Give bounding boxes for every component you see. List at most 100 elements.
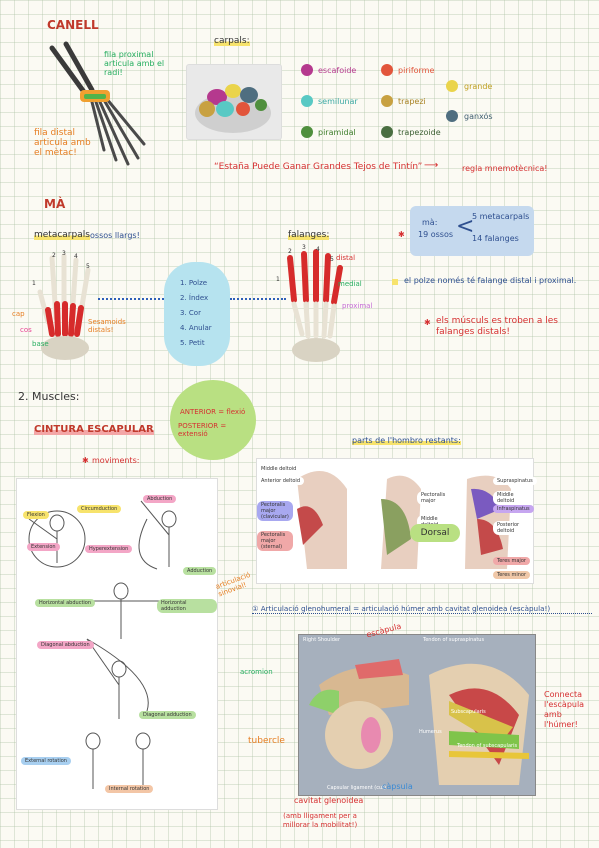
tag-extension: Extension [27, 543, 60, 551]
hand-summary-box: mà: 19 ossos < 5 metacarpals 14 falanges [410, 206, 534, 256]
tag-anterior-deltoid: Anterior deltoid [257, 477, 304, 485]
tag-horizontal-abduction: Horizontal abduction [35, 599, 96, 607]
ganxos-dot-icon [446, 110, 458, 122]
joint-label-supra: Tendon of supraspinatus [423, 637, 485, 643]
sinovial-note: articulació sinovial! [214, 570, 252, 599]
cavitat-label: cavitat glenoidea [294, 796, 364, 805]
mnemonic-text: “Estaña Puede Ganar Grandes Tejos de Tin… [214, 162, 423, 172]
capsula-label: càpsula [382, 782, 413, 791]
joint-label-subscap: Subscapularis [451, 709, 486, 715]
trapezi-label: trapezi [398, 97, 426, 106]
label-medial: medial [338, 280, 362, 288]
tag-flexion: Flexion [23, 511, 49, 519]
carpals-image [186, 64, 282, 140]
right-number-3: 3 [302, 244, 306, 251]
muscles-note: els músculs es troben a les falanges dis… [436, 316, 558, 337]
tag-diagonal-abduction: Diagonal abduction [37, 641, 94, 649]
lligament-note: (amb lligament per a millorar la mobilit… [282, 812, 358, 829]
shoulder-parts-title: parts de l'hombro restants: [352, 436, 461, 445]
shoulder-muscles-image: Middle deltoid Anterior deltoid Pectoral… [256, 458, 537, 584]
anterior-posterior-bubble: ANTERIOR = flexió POSTERIOR = extensió [170, 380, 256, 460]
tag-middle-deltoid-r: Middle deltoid [493, 491, 533, 505]
tag-pec-sternal: Pectoralis major (sternal) [257, 531, 293, 551]
tag-pec-clav: Pectoralis major (clavicular) [257, 501, 293, 521]
escafoide-label: escafoide [318, 66, 357, 75]
dorsal-tag: Dorsal [410, 524, 460, 542]
proximal-note: fila proximal articula amb el radi! [104, 50, 165, 77]
finger-5: 5. Petit [180, 339, 205, 347]
section-title-muscles: 2. Muscles: [18, 390, 80, 403]
acromion-label: acromion [240, 668, 273, 676]
shoulder-joint-image: Right Shoulder Tendon of supraspinatus S… [298, 634, 536, 796]
piramidal-label: piramidal [318, 128, 356, 137]
right-number-1: 1 [276, 276, 280, 283]
left-number-4: 4 [74, 253, 78, 260]
summary-meta: 5 metacarpals [472, 212, 530, 221]
label-sesamoids: Sesamoids distals! [88, 318, 126, 334]
connecta-note: Connecta l'escàpula amb l'húmer! [544, 690, 585, 729]
dotted-connector-left [98, 298, 164, 300]
label-proximal: proximal [342, 302, 373, 310]
finger-3: 3. Cor [180, 309, 201, 317]
joint-label-capsular: Capsular ligament (cut) [327, 785, 387, 791]
bullet-star-icon-3: ✱ [82, 456, 89, 465]
movements-label: moviments: [92, 456, 140, 465]
bullet-star-icon-2: ✱ [424, 318, 431, 327]
posterior-text: POSTERIOR = extensió [178, 422, 227, 438]
tag-circumduction: Circumduction [77, 505, 122, 513]
tag-internal-rotation: Internal rotation [105, 785, 154, 793]
grande-dot-icon [446, 80, 458, 92]
piriforme-dot-icon [381, 64, 393, 76]
left-number-1: 1 [32, 280, 36, 287]
phalanges-label: falanges: [288, 230, 330, 240]
tag-external-rotation: External rotation [21, 757, 71, 765]
label-distal: distal [336, 254, 356, 262]
mnemonic-note: regla mnemotècnica! [462, 164, 548, 173]
left-number-2: 2 [52, 252, 56, 259]
metacarpals-label: metacarpals [34, 230, 90, 240]
movements-image: Flexion Circumduction Extension Hyperext… [16, 478, 218, 810]
summary-ma: mà: [422, 218, 438, 227]
section-title-canell: CANELL [47, 18, 99, 32]
summary-ossos: 19 ossos [418, 230, 454, 239]
dotted-connector-right [230, 298, 286, 300]
finger-2: 2. Índex [180, 294, 209, 302]
left-number-5: 5 [86, 263, 90, 270]
tag-horizontal-adduction: Horizontal adduction [157, 599, 217, 613]
tag-teres-minor: Teres minor [493, 571, 531, 579]
semilunar-label: semilunar [318, 97, 358, 106]
left-number-3: 3 [62, 250, 66, 257]
section-title-ma: MÀ [44, 197, 66, 211]
tag-pec-major: Pectoralis major [417, 491, 455, 505]
tag-supraspinatus: Supraspinatus [493, 477, 537, 485]
label-cos: cos [20, 326, 32, 334]
finger-1: 1. Polze [180, 279, 208, 287]
joint-image-caption: Right Shoulder [303, 637, 341, 643]
piramidal-dot-icon [301, 126, 313, 138]
tag-middle-deltoid-l: Middle deltoid [257, 465, 301, 473]
tag-adduction: Adduction [183, 567, 217, 575]
tubercle-label: tubercle [248, 736, 285, 746]
piriforme-label: piriforme [398, 66, 435, 75]
trapezoide-dot-icon [381, 126, 393, 138]
tag-infraspinatus: Infraspinatus [493, 505, 534, 513]
hand-left-image [30, 252, 100, 362]
carpals-title: carpals: [214, 36, 250, 46]
yellow-bullet-icon [392, 279, 398, 285]
anterior-text: ANTERIOR = flexió [180, 408, 246, 416]
grande-label: grande [464, 82, 493, 91]
trapezoide-label: trapezoide [398, 128, 441, 137]
mnemonic-arrow: ⟶ [424, 160, 439, 171]
label-base: base [32, 340, 49, 348]
summary-fal: 14 falanges [472, 234, 519, 243]
metacarpals-note: ossos llargs! [90, 231, 140, 240]
escafoide-dot-icon [301, 64, 313, 76]
distal-note: fila distal articula amb el mètac! [34, 128, 91, 158]
hand-right-image [280, 248, 350, 366]
bullet-star-icon: ✱ [398, 230, 405, 239]
summary-bracket-icon: < [456, 214, 475, 239]
right-number-5: 5 [330, 256, 334, 263]
finger-4: 4. Anular [180, 324, 212, 332]
tag-diagonal-adduction: Diagonal adduction [139, 711, 196, 719]
right-number-2: 2 [288, 248, 292, 255]
